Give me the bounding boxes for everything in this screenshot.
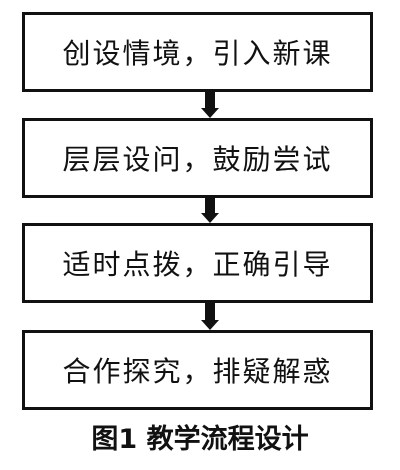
arrow-shaft bbox=[205, 92, 215, 109]
arrow-shaft bbox=[205, 198, 215, 214]
down-arrow-2-to-3 bbox=[201, 198, 219, 223]
flow-step-1-label: 创设情境，引入新课 bbox=[62, 37, 333, 70]
figure-caption: 图1 教学流程设计 bbox=[91, 424, 309, 455]
arrow-head-down-icon bbox=[201, 108, 219, 118]
flow-step-2-label: 层层设问，鼓励尝试 bbox=[62, 143, 333, 176]
arrow-head-down-icon bbox=[201, 320, 219, 330]
flow-step-3-box: 适时点拨，正确引导 bbox=[22, 223, 373, 303]
down-arrow-3-to-4 bbox=[201, 303, 219, 330]
arrow-shaft bbox=[205, 303, 215, 321]
flow-step-4-label: 合作探究，排疑解惑 bbox=[62, 355, 333, 388]
flow-step-3-label: 适时点拨，正确引导 bbox=[62, 248, 333, 281]
down-arrow-1-to-2 bbox=[201, 92, 219, 118]
flow-step-2-box: 层层设问，鼓励尝试 bbox=[22, 118, 373, 198]
flow-step-1-box: 创设情境，引入新课 bbox=[22, 12, 373, 92]
arrow-head-down-icon bbox=[201, 213, 219, 223]
flow-step-4-box: 合作探究，排疑解惑 bbox=[22, 330, 373, 410]
